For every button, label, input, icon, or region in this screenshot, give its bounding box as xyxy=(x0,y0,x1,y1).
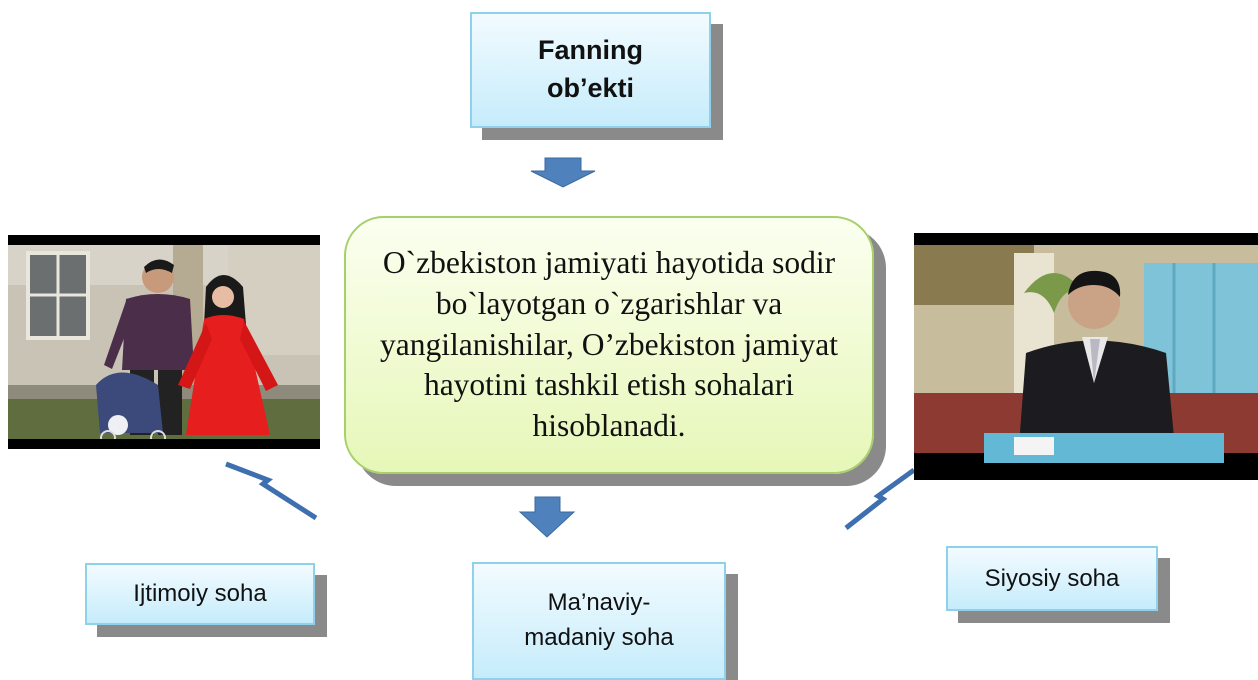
right-connector-line xyxy=(844,467,916,530)
left-connector-line xyxy=(225,461,318,521)
top-box-line1: Fanning xyxy=(538,35,643,66)
voting-photo xyxy=(914,233,1258,480)
spiritual-cultural-sphere-box: Ma’naviy- madaniy soha xyxy=(472,562,726,680)
spiritual-sphere-label-line1: Ma’naviy- xyxy=(547,589,651,617)
center-description-text: O`zbekiston jamiyati hayotida sodir bo`l… xyxy=(380,244,838,444)
down-arrow-top-icon xyxy=(530,157,596,188)
political-sphere-box: Siyosiy soha xyxy=(946,546,1158,611)
center-description-box: O`zbekiston jamiyati hayotida sodir bo`l… xyxy=(344,216,874,474)
top-box-line2: ob’ekti xyxy=(546,73,634,103)
spiritual-sphere-label-line2: madaniy soha xyxy=(524,624,674,651)
subject-object-box: Fanning ob’ekti xyxy=(470,12,711,128)
family-photo xyxy=(8,235,320,449)
social-sphere-label: Ijtimoiy soha xyxy=(133,580,267,607)
political-sphere-label: Siyosiy soha xyxy=(984,564,1120,592)
down-arrow-bottom-icon xyxy=(518,496,576,538)
social-sphere-box: Ijtimoiy soha xyxy=(85,563,315,625)
